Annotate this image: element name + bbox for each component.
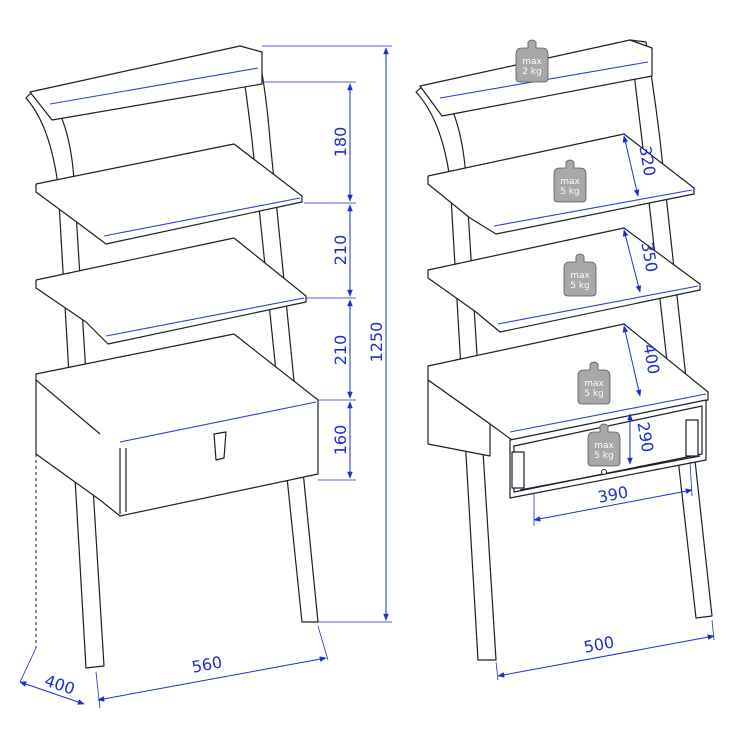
dim-line-shelf-2-depth <box>622 229 642 293</box>
weight-badge-drawer-inside: max 5 kg <box>587 423 621 467</box>
weight-badge-drawer-top: max 5 kg <box>577 361 611 405</box>
dim-line-shelf-1-depth <box>622 135 640 197</box>
svg-text:5 kg: 5 kg <box>584 389 604 399</box>
svg-text:max: max <box>594 441 614 451</box>
right-shelf-drawing <box>415 39 713 661</box>
svg-text:max: max <box>584 379 604 389</box>
weight-badge-top-rail: max 2 kg <box>515 39 549 83</box>
svg-text:max: max <box>522 57 542 67</box>
dim-total-height: 1250 <box>367 322 386 363</box>
dim-shelf-gap-2: 210 <box>331 335 350 366</box>
left-dimensions: 180 210 210 160 1250 560 400 <box>19 45 392 709</box>
weight-badge-shelf-1: max 5 kg <box>553 159 587 203</box>
svg-text:5 kg: 5 kg <box>560 187 580 197</box>
dim-line-width <box>97 656 327 702</box>
svg-text:max: max <box>570 271 590 281</box>
dim-top-gap: 180 <box>331 127 350 158</box>
dim-width: 560 <box>190 652 224 676</box>
dim-line-overall-width <box>497 634 715 678</box>
weight-badge-shelf-2: max 5 kg <box>563 253 597 297</box>
svg-text:2 kg: 2 kg <box>522 67 542 77</box>
dim-line-drawer-top-depth <box>622 325 642 397</box>
svg-text:5 kg: 5 kg <box>594 451 614 461</box>
weight-badges: max 2 kg max 5 kg max 5 kg max 5 kg max … <box>515 39 621 467</box>
dim-overall-width: 500 <box>582 632 616 656</box>
dim-line-depth <box>19 681 85 705</box>
left-shelf-drawing <box>25 45 319 669</box>
svg-text:5 kg: 5 kg <box>570 281 590 291</box>
svg-text:max: max <box>560 177 580 187</box>
dim-depth: 400 <box>42 671 77 699</box>
dim-shelf-gap-1: 210 <box>331 235 350 266</box>
dim-drawer-height: 160 <box>331 425 350 456</box>
dim-line-drawer-inner-width <box>533 488 693 522</box>
